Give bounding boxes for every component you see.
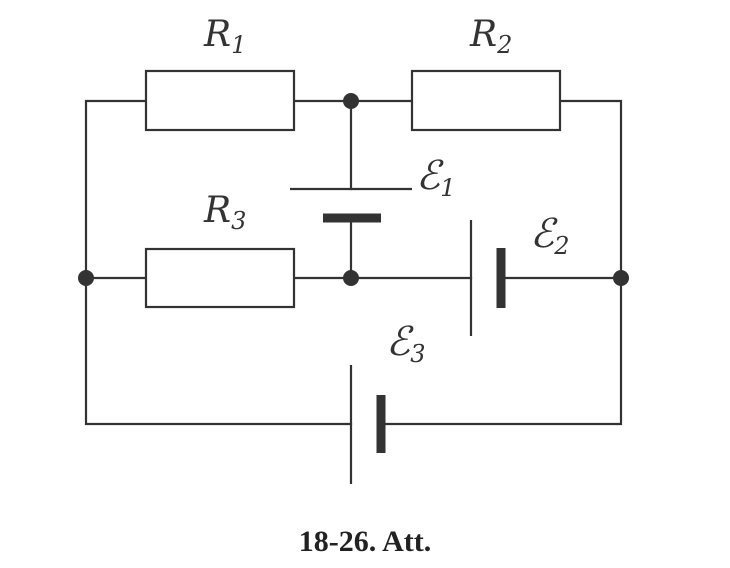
label-e1: ℰ1 <box>416 153 456 202</box>
wires <box>84 99 623 426</box>
label-r1: R1 <box>203 14 246 59</box>
label-e1-main: ℰ <box>416 153 444 199</box>
junction-left <box>78 270 94 286</box>
battery-e3 <box>349 365 386 484</box>
junction-middle <box>343 270 359 286</box>
figure-caption: 18-26. Att. <box>299 525 431 558</box>
label-r2-main: R <box>469 14 497 55</box>
label-e2: ℰ2 <box>530 211 570 260</box>
wire-top-right <box>558 99 623 280</box>
junction-right <box>613 270 629 286</box>
wire-bottom-left <box>84 276 353 426</box>
battery-e1 <box>290 187 412 223</box>
label-r2-sub: 2 <box>496 31 512 59</box>
wire-bottom-right <box>379 276 623 426</box>
label-r3-main: R <box>203 190 231 231</box>
label-e3-sub: 3 <box>410 340 425 368</box>
label-e3-main: ℰ <box>386 319 414 365</box>
battery-e2 <box>469 220 506 336</box>
label-r1-main: R <box>203 14 231 55</box>
label-r3: R3 <box>203 190 246 235</box>
label-e2-sub: 2 <box>553 232 569 260</box>
resistor-r2 <box>410 69 562 132</box>
label-e3: ℰ3 <box>386 319 426 368</box>
label-e1-sub: 1 <box>440 174 455 202</box>
resistor-r1 <box>144 69 296 132</box>
label-r1-sub: 1 <box>231 31 246 59</box>
label-r2: R2 <box>469 14 512 59</box>
label-r3-sub: 3 <box>231 207 246 235</box>
resistor-r3 <box>144 247 296 309</box>
wire-top-left <box>84 99 148 280</box>
label-e2-main: ℰ <box>530 211 558 257</box>
junction-top-middle <box>343 93 359 109</box>
